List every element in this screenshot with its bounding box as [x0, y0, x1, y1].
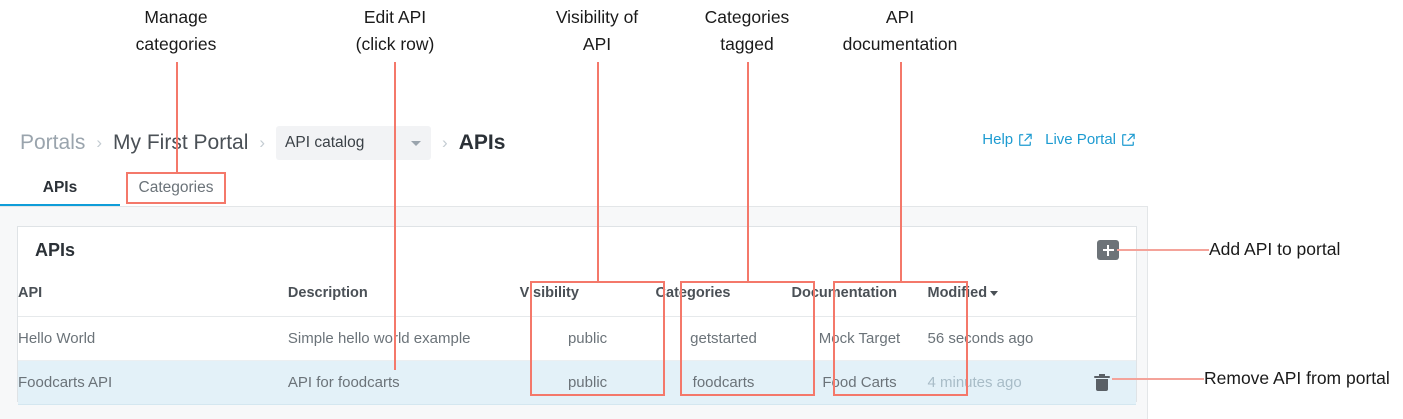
- cell-documentation: Food Carts: [791, 360, 928, 405]
- cell-modified: 56 seconds ago: [927, 316, 1136, 361]
- trash-icon: [1099, 373, 1105, 376]
- sort-descending-icon: [990, 290, 999, 296]
- table-header-row: API Description Visibility Categories Do…: [18, 280, 1136, 317]
- live-portal-link-label: Live Portal: [1045, 131, 1116, 148]
- column-header-documentation[interactable]: Documentation: [791, 280, 928, 317]
- active-tab-indicator: [0, 204, 120, 207]
- column-header-visibility[interactable]: Visibility: [519, 280, 656, 317]
- annotation-leader-line: [176, 62, 178, 172]
- breadcrumb-separator-1: ›: [96, 133, 103, 152]
- annotation-leader-line: [900, 62, 902, 281]
- help-link[interactable]: Help: [982, 131, 1032, 148]
- annotation-label: Visibility of API: [555, 7, 639, 54]
- annotation-leader-line: [1117, 249, 1209, 251]
- cell-description: API for foodcarts: [287, 360, 520, 405]
- tab-bar-divider: [0, 206, 1148, 207]
- annotation-leader-line: [597, 62, 599, 281]
- apis-table: API Description Visibility Categories Do…: [18, 280, 1136, 405]
- cell-visibility: public: [519, 316, 656, 361]
- trash-icon: [1094, 375, 1110, 378]
- trash-icon: [1096, 378, 1108, 391]
- annotation-label: Categories tagged: [704, 7, 790, 54]
- breadcrumb: Portals › My First Portal › API catalog …: [20, 126, 505, 160]
- annotation-leader-line: [394, 62, 396, 370]
- breadcrumb-portal-name[interactable]: My First Portal: [113, 131, 249, 154]
- cell-api: Hello World: [18, 316, 288, 361]
- annotation-label: API documentation: [842, 7, 958, 54]
- chevron-down-icon: [411, 140, 422, 146]
- tab-apis-label: APIs: [42, 179, 78, 196]
- breadcrumb-separator-3: ›: [442, 133, 448, 152]
- catalog-select-value: API catalog: [285, 134, 365, 151]
- cell-documentation: Mock Target: [791, 316, 928, 361]
- apis-card: APIs API Description Visibility Categori…: [17, 226, 1137, 405]
- column-header-modified-label: Modified: [927, 285, 988, 301]
- cell-modified-text: 4 minutes ago: [927, 374, 1022, 391]
- top-links: Help Live Portal: [982, 131, 1135, 148]
- cell-categories: getstarted: [655, 316, 792, 361]
- column-header-categories[interactable]: Categories: [655, 280, 792, 317]
- table-row[interactable]: Foodcarts API API for foodcarts public f…: [18, 360, 1136, 405]
- delete-row-button[interactable]: [1094, 373, 1110, 392]
- annotation-label: Remove API from portal: [1204, 368, 1390, 388]
- cell-description: Simple hello world example: [287, 316, 520, 361]
- plus-icon: [1106, 244, 1110, 256]
- tab-categories[interactable]: Categories: [138, 172, 214, 204]
- cell-visibility: public: [519, 360, 656, 405]
- tab-categories-label: Categories: [138, 179, 214, 196]
- cell-modified-text: 56 seconds ago: [927, 330, 1034, 347]
- annotation-label: Manage categories: [135, 7, 217, 54]
- table-body: Hello World Simple hello world example p…: [18, 316, 1136, 405]
- catalog-select[interactable]: API catalog: [276, 126, 432, 160]
- cell-categories: foodcarts: [655, 360, 792, 405]
- breadcrumb-separator-2: ›: [259, 133, 266, 152]
- add-api-button[interactable]: [1097, 240, 1119, 260]
- external-link-icon: [1121, 133, 1135, 147]
- tab-bar: APIs Categories: [0, 172, 1148, 207]
- page-title: APIs: [458, 131, 506, 154]
- annotation-leader-line: [747, 62, 749, 281]
- help-link-label: Help: [982, 131, 1014, 148]
- external-link-icon: [1018, 133, 1032, 147]
- column-header-description[interactable]: Description: [287, 280, 520, 317]
- tab-apis[interactable]: APIs: [38, 172, 82, 204]
- breadcrumb-portals[interactable]: Portals: [20, 131, 86, 154]
- column-header-modified[interactable]: Modified: [927, 280, 1136, 317]
- cell-api: Foodcarts API: [18, 360, 288, 405]
- annotation-label: Add API to portal: [1209, 239, 1341, 259]
- annotation-leader-line: [1112, 378, 1204, 380]
- column-header-api[interactable]: API: [18, 280, 288, 317]
- cell-modified: 4 minutes ago: [927, 360, 1136, 405]
- annotation-label: Edit API (click row): [355, 7, 435, 54]
- table-row[interactable]: Hello World Simple hello world example p…: [18, 316, 1136, 361]
- live-portal-link[interactable]: Live Portal: [1045, 131, 1135, 148]
- card-title: APIs: [35, 240, 76, 260]
